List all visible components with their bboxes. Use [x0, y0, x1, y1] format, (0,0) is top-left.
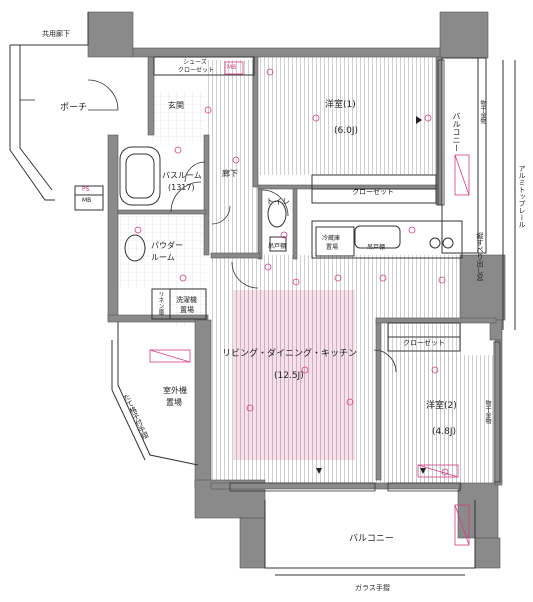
label-closet2: クローゼット — [403, 339, 445, 347]
label-fridge-1: 冷蔵庫 — [322, 235, 341, 242]
label-outdoor-2: 置場 — [166, 398, 182, 407]
label-mb: MB — [82, 197, 92, 204]
label-small-cupboard: 吊戸棚 — [268, 243, 287, 250]
label-ldk-size: (12.5J) — [274, 371, 304, 381]
accents — [134, 61, 470, 546]
label-porch: ポーチ — [60, 103, 88, 113]
label-closet1: クローゼット — [352, 188, 394, 196]
label-powder-2: ルーム — [151, 253, 175, 262]
label-linen: リネン庫 — [157, 291, 164, 315]
floor-western1 — [257, 57, 437, 175]
floor-western2 — [388, 355, 496, 483]
doors — [20, 79, 397, 373]
label-western1-size: (6.0J) — [334, 126, 358, 136]
label-western1: 洋室(1) — [325, 100, 356, 110]
label-mb2: MB — [227, 64, 237, 71]
label-drying-right: 物干金物 — [479, 100, 486, 124]
windows — [229, 59, 501, 492]
label-entrance: 玄関 — [168, 101, 184, 110]
label-ps: PS — [82, 186, 90, 193]
label-aluminum-rail: アルミトップレール — [518, 165, 526, 228]
label-hall: 廊下 — [222, 169, 238, 178]
label-shoe-closet-1: シューズ — [183, 59, 207, 66]
label-fridge-2: 置場 — [326, 244, 339, 251]
floor-hall — [205, 60, 257, 255]
label-washer-1: 洗濯機 — [176, 296, 197, 304]
label-balcony-right: バルコニー — [452, 112, 461, 152]
label-eaves: 縦すべり出し窓 — [476, 232, 484, 281]
label-cupboard: 吊戸棚 — [367, 244, 386, 251]
label-washer-2: 置場 — [180, 306, 194, 314]
label-drying-side: 物干金物 — [484, 400, 491, 424]
label-ldk: リビング・ダイニング・キッチン — [222, 349, 358, 359]
ldk-pink-area — [233, 290, 355, 460]
window-markers — [316, 116, 426, 474]
label-balcony-bottom: バルコニー — [349, 534, 394, 544]
label-shoe-closet-2: クローゼット — [178, 67, 215, 74]
label-bathroom: バスルーム — [162, 171, 202, 180]
label-common-corridor: 共用廊下 — [42, 30, 70, 38]
label-glass-rail: ガラス手摺 — [355, 584, 390, 592]
label-outdoor-1: 室外機 — [163, 386, 187, 395]
label-powder-1: パウダー — [151, 241, 183, 250]
label-toilet: トイレ — [266, 197, 290, 206]
floor-powder — [118, 213, 206, 288]
outlines — [9, 12, 516, 576]
floor-entrance — [150, 92, 205, 142]
label-western2-size: (4.8J) — [432, 427, 456, 437]
label-bathroom-size: (1317) — [168, 183, 195, 192]
label-western2: 洋室(2) — [426, 401, 457, 411]
